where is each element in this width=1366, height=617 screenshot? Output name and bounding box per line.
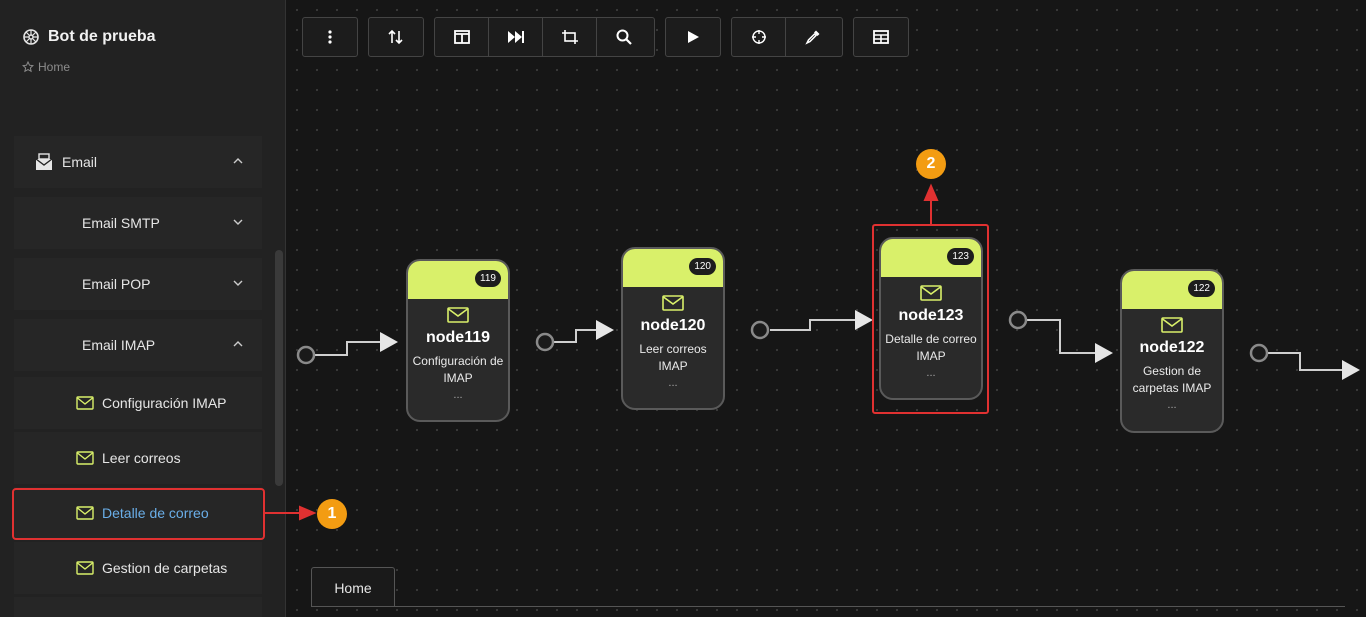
toolbar-group-table [853,17,909,57]
envelope-icon [447,307,469,323]
callout-badge-1: 1 [317,499,347,529]
sidebar-item-label: Email [62,154,98,170]
envelope-icon [920,285,942,301]
node-description: Configuración de IMAP [412,354,504,385]
sidebar-item-label: Email SMTP [82,215,160,231]
sidebar-item-detalle-de-correo[interactable]: Detalle de correo [14,487,262,539]
flow-node-123[interactable]: 123 node123 Detalle de correo IMAP ... [879,237,983,400]
play-icon [688,31,699,43]
eyedropper-icon [805,30,820,45]
sidebar-item-leer-correos[interactable]: Leer correos [14,432,262,484]
bot-title-text: Bot de prueba [48,28,156,45]
sort-arrows-icon [388,29,403,45]
node-header: 123 [881,239,981,277]
table-icon [873,30,889,44]
node-header: 120 [623,249,723,287]
envelope-icon [76,506,94,520]
chevron-down-icon [233,219,243,225]
node-more: ... [668,377,678,389]
sidebar-item-label: Configuración IMAP [102,395,227,411]
node-title: node119 [425,329,491,346]
node-more: ... [926,367,936,379]
envelope-icon [76,396,94,410]
chevron-down-icon [233,280,243,286]
node-badge: 123 [947,248,974,265]
sidebar-item-gestion-de-carpetas[interactable]: Gestion de carpetas [14,542,262,594]
node-description: Gestion de carpetas IMAP [1132,364,1212,395]
node-badge: 120 [689,258,716,275]
breadcrumb-home[interactable]: Home [22,60,70,74]
toolbar-group-sort [368,17,424,57]
node-badge: 119 [475,270,501,287]
tab-bar-divider [311,606,1345,607]
run-button[interactable] [666,18,720,56]
sidebar-item-email-imap[interactable]: Email IMAP [14,319,262,371]
transform-button[interactable] [543,18,597,56]
node-header: 119 [408,261,508,299]
breadcrumb-home-text: Home [38,60,71,74]
node-description: Leer correos IMAP [639,342,707,373]
envelope-icon [76,451,94,465]
fast-forward-icon [507,31,524,43]
columns-icon [453,30,470,44]
highlight-box-node123 [872,224,989,414]
envelope-icon [662,295,684,311]
flow-node-119[interactable]: 119 node119 Configuración de IMAP ... [406,259,510,422]
bot-title: Bot de prueba [22,28,156,46]
sidebar-item-partial [14,597,262,617]
skip-forward-button[interactable] [489,18,543,56]
sidebar-item-label: Detalle de correo [102,505,209,521]
sidebar: Bot de prueba Home Email Email SMTP Emai… [0,0,286,617]
node-more: ... [1167,399,1177,411]
sidebar-item-email-smtp[interactable]: Email SMTP [14,197,262,249]
toolbar-group-menu [302,17,358,57]
eyedropper-button[interactable] [786,18,840,56]
more-options-button[interactable] [303,18,357,56]
callout-badge-2: 2 [916,149,946,179]
chevron-up-icon [233,341,243,347]
flow-node-122[interactable]: 122 node122 Gestion de carpetas IMAP ... [1120,269,1224,433]
star-icon [22,61,34,73]
search-icon [616,29,632,45]
toolbar-group-tools [731,17,843,57]
node-title: node123 [898,307,964,324]
sidebar-item-label: Email IMAP [82,337,156,353]
vertical-dots-icon [328,30,332,44]
crosshair-icon [751,30,766,44]
node-description: Detalle de correo IMAP [885,332,977,363]
highlight-box-sidebar [12,488,265,540]
sidebar-item-label: Email POP [82,276,151,292]
flow-node-120[interactable]: 120 node120 Leer correos IMAP ... [621,247,725,410]
table-button[interactable] [854,18,908,56]
chevron-up-icon [233,158,243,164]
node-header: 122 [1122,271,1222,309]
target-button[interactable] [732,18,786,56]
email-box-icon [35,153,53,170]
sidebar-item-configuracion-imap[interactable]: Configuración IMAP [14,377,262,429]
envelope-icon [76,561,94,575]
sidebar-item-label: Gestion de carpetas [102,560,228,576]
ship-wheel-icon [23,29,39,45]
node-badge: 122 [1188,280,1215,297]
layout-columns-button[interactable] [435,18,489,56]
toolbar-group-view [434,17,655,57]
envelope-icon [1161,317,1183,333]
toolbar-group-run [665,17,721,57]
node-title: node122 [1139,339,1205,356]
tab-home[interactable]: Home [311,567,395,607]
transform-icon [561,30,578,44]
search-button[interactable] [597,18,651,56]
sort-button[interactable] [369,18,423,56]
sidebar-item-email[interactable]: Email [14,136,262,188]
node-title: node120 [640,317,706,334]
node-more: ... [453,389,463,401]
sidebar-item-email-pop[interactable]: Email POP [14,258,262,310]
sidebar-item-label: Leer correos [102,450,181,466]
sidebar-scrollbar[interactable] [275,250,283,486]
